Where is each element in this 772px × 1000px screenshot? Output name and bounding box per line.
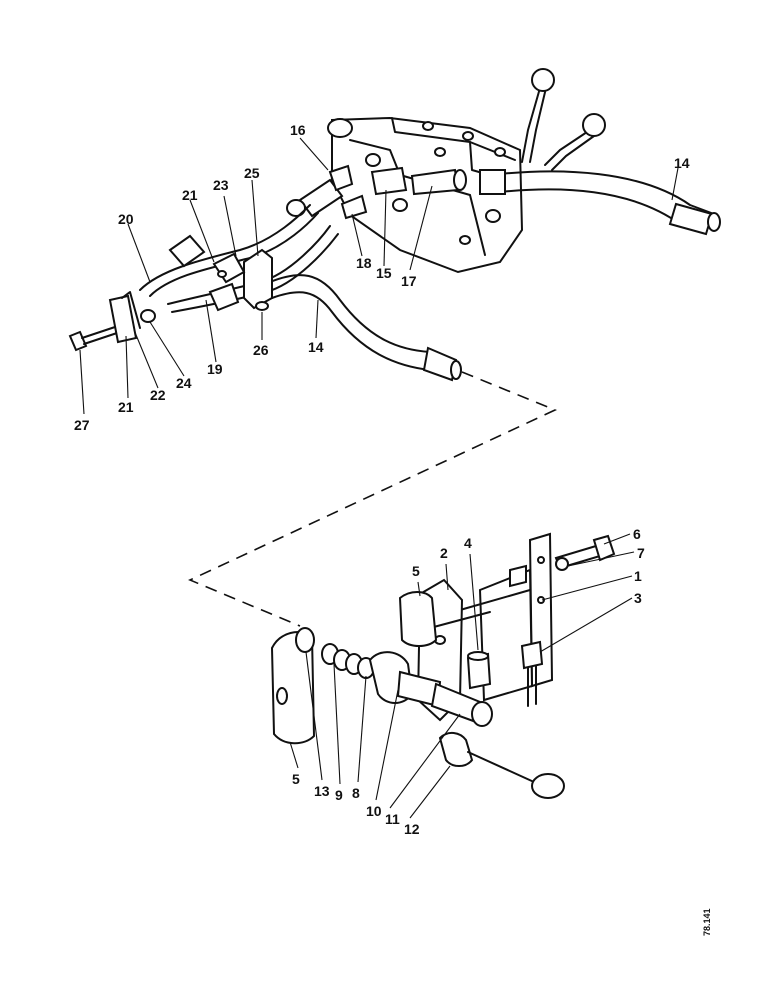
fittings-upper [286, 164, 467, 220]
callout-10: 10 [366, 803, 382, 819]
leader-lines [79, 137, 679, 819]
callout-6: 6 [633, 526, 641, 542]
control-levers [521, 68, 606, 171]
callout-14-lower: 14 [308, 339, 324, 355]
callout-12: 12 [404, 821, 420, 837]
bracket-and-clamps [208, 248, 273, 312]
callout-11: 11 [385, 811, 400, 827]
callout-14-upper: 14 [674, 155, 690, 171]
coupler-body [295, 627, 493, 727]
callout-26: 26 [253, 342, 269, 358]
dust-cap-12 [438, 732, 565, 799]
callout-27: 27 [74, 417, 90, 433]
callout-22: 22 [150, 387, 166, 403]
callout-24: 24 [176, 375, 192, 391]
spacer-4 [466, 651, 492, 690]
callout-labels: 16 23 25 21 20 14 18 15 17 19 26 14 27 2… [74, 122, 690, 837]
callout-18: 18 [356, 255, 372, 271]
callout-2: 2 [440, 545, 448, 561]
connection-dashed-line [188, 371, 557, 627]
callout-15: 15 [376, 265, 392, 281]
callout-1: 1 [634, 568, 642, 584]
callout-23: 23 [213, 177, 229, 193]
pipes-19-20 [139, 204, 339, 313]
callout-19: 19 [207, 361, 223, 377]
callout-8: 8 [352, 785, 360, 801]
callout-21-upper: 21 [182, 187, 198, 203]
callout-3: 3 [634, 590, 642, 606]
bolt-washer-6-7 [554, 534, 616, 571]
callout-5-lower: 5 [292, 771, 300, 787]
callout-25: 25 [244, 165, 260, 181]
callout-21-lower: 21 [118, 399, 134, 415]
hydraulic-hose-upper [479, 169, 721, 236]
callout-5-upper: 5 [412, 563, 420, 579]
callout-13: 13 [314, 783, 330, 799]
callout-9: 9 [335, 787, 343, 803]
hydraulic-hose-lower [269, 274, 462, 382]
clamp-halves-5 [270, 591, 438, 745]
callout-16: 16 [290, 122, 306, 138]
callout-7: 7 [637, 545, 645, 561]
bolt-clamp-assembly [68, 291, 156, 352]
drawing-reference: 78.141 [702, 908, 712, 936]
callout-17: 17 [401, 273, 417, 289]
callout-4: 4 [464, 535, 472, 551]
control-valve-block [327, 116, 524, 274]
callout-20: 20 [118, 211, 134, 227]
